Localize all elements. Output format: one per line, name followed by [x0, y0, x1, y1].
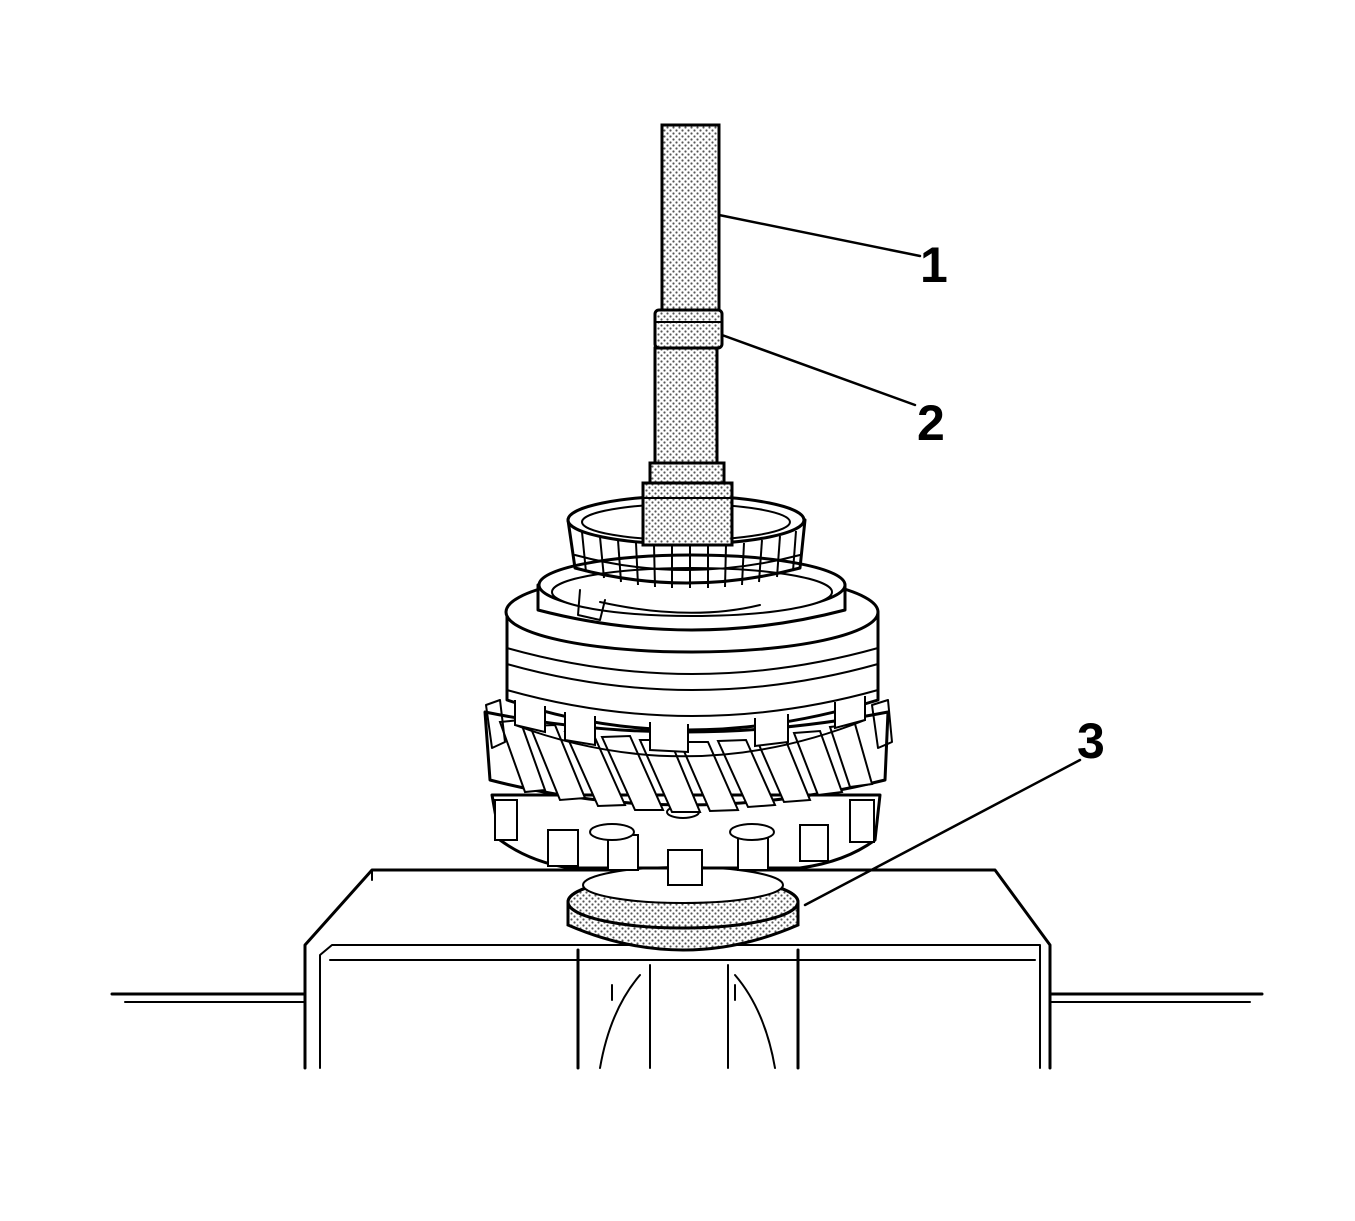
helical-gear	[483, 699, 893, 813]
callout-3: 3	[1077, 713, 1105, 769]
callout-2: 2	[917, 395, 945, 451]
tool-adapter-collar	[653, 308, 724, 350]
clutch-drum-housing	[504, 553, 880, 758]
installer-tool	[641, 123, 734, 547]
callout-1: 1	[920, 237, 948, 293]
lower-carrier-ring	[490, 793, 882, 886]
leader-lines	[717, 213, 1082, 907]
tool-rod	[660, 123, 721, 312]
